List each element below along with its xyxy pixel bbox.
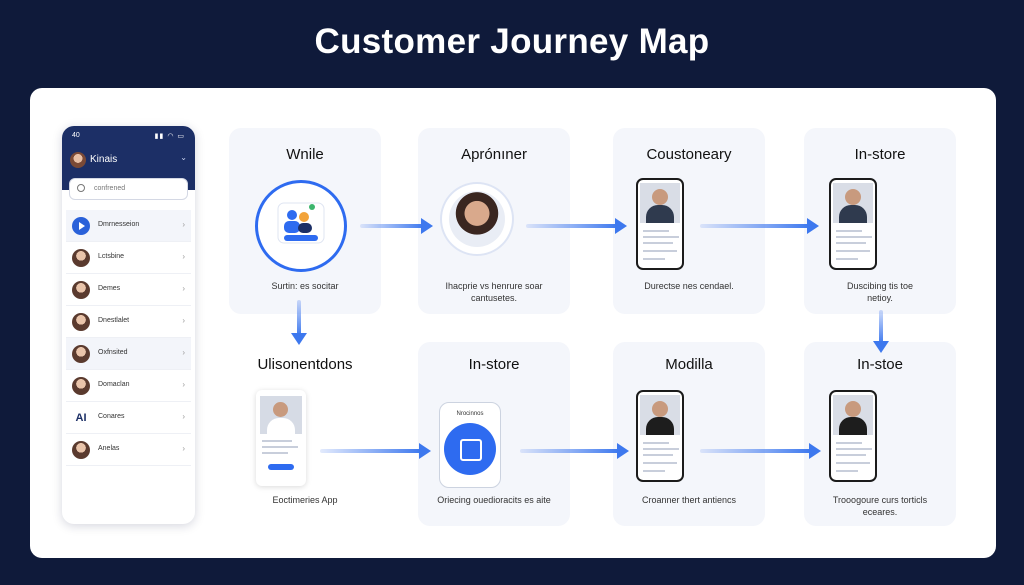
stage-title: Modilla [665,356,713,373]
chevron-right-icon: › [182,316,185,325]
stage-card-5[interactable]: Ulisonentdons Eoctimeries App [229,342,381,526]
list-item-label: Dnestlalet [98,317,130,324]
play-icon [72,217,90,235]
phone-mockup [256,390,306,486]
status-time: 40 [72,132,80,139]
flow-arrow [291,300,307,345]
avatar [72,345,90,363]
stage-description: Trooogoure curs torticls eceares. [832,495,928,517]
mobile-sidebar: 40 ▮▮ ◠ ▭ Kinais ⌄ confrened Dmrnesseion… [62,126,195,524]
status-bar: 40 ▮▮ ◠ ▭ [72,132,185,142]
avatar [72,281,90,299]
list-item[interactable]: Demes › [66,274,191,306]
list-item-label: Dmrnesseion [98,221,140,228]
app-mockup: Nrocinnos [439,402,501,488]
chevron-right-icon: › [182,412,185,421]
avatar [72,313,90,331]
phone-mockup [829,178,877,270]
flow-arrow [700,443,821,459]
checklist-icon [444,423,496,475]
flow-arrow [700,218,819,234]
list-item[interactable]: AI Conares › [66,402,191,434]
chevron-right-icon: › [182,380,185,389]
stage-card-3[interactable]: Coustoneary Durectse nes cendael. [613,128,765,314]
phone-mockup [636,178,684,270]
customer-avatar [442,184,512,254]
flow-arrow [520,443,629,459]
phone-mockup [636,390,684,482]
flow-arrow [360,218,433,234]
sidebar-list: Dmrnesseion › Lctsbine › Demes › Dnestla… [62,210,195,466]
flow-arrow [526,218,627,234]
list-item[interactable]: Domaclan › [66,370,191,402]
chevron-right-icon: › [182,348,185,357]
stage-title: Ulisonentdons [257,356,353,373]
stage-description: Croanner thert antiencs [641,495,737,505]
stage-title: Aprónıner [461,146,527,163]
avatar [72,441,90,459]
chevron-right-icon: › [182,444,185,453]
list-item-label: Oxfnsited [98,349,128,356]
stage-title: In-stoe [857,356,903,373]
list-item-label: Demes [98,285,121,292]
stage-description: Durectse nes cendael. [644,281,734,291]
search-placeholder: confrened [94,185,126,192]
flow-arrow [873,310,889,353]
stage-card-8[interactable]: In-stoe Trooogoure curs torticls eceares… [804,342,956,526]
list-item-label: Domaclan [98,381,130,388]
chevron-right-icon: › [182,220,185,229]
list-item-label: Conares [98,413,125,420]
stage-title: Wnile [286,146,324,163]
list-item-label: Lctsbine [98,253,125,260]
stage-description: Duscibing tis toe netioy. [846,281,914,303]
user-name: Kinais [90,154,118,165]
stage-title: In-store [468,356,520,373]
stage-card-1[interactable]: Wnile Surtin: es socitar [229,128,381,314]
stage-card-6[interactable]: In-store Nrocinnos Oriecing ouedioracits… [418,342,570,526]
stage-card-7[interactable]: Modilla Croanner thert antiencs [613,342,765,526]
avatar [72,377,90,395]
flow-arrow [320,443,431,459]
stage-description: Ihacprie vs henrure soar cantusetes. [445,281,543,303]
app-header: Nrocinnos [456,411,484,417]
list-item[interactable]: Dnestlalet › [66,306,191,338]
team-illustration [255,180,347,272]
search-icon [77,184,85,192]
chevron-right-icon: › [182,284,185,293]
status-icons: ▮▮ ◠ ▭ [154,133,185,140]
stage-title: In-store [854,146,906,163]
list-item[interactable]: Dmrnesseion › [66,210,191,242]
avatar[interactable] [70,152,86,168]
ai-icon: AI [75,412,87,424]
page-title: Customer Journey Map [314,22,710,61]
stage-title: Coustoneary [646,146,732,163]
stage-card-2[interactable]: Aprónıner Ihacprie vs henrure soar cantu… [418,128,570,314]
chevron-right-icon: › [182,252,185,261]
stage-description: Surtin: es socitar [271,281,339,291]
list-item[interactable]: Anelas › [66,434,191,466]
team-icon [277,202,325,244]
search-input[interactable]: confrened [69,178,188,200]
stage-description: Oriecing ouedioracits es aite [437,495,551,505]
stage-description: Eoctimeries App [272,495,338,505]
avatar [72,249,90,267]
chevron-icon[interactable]: ⌄ [180,153,187,162]
list-item[interactable]: Lctsbine › [66,242,191,274]
list-item-label: Anelas [98,445,120,452]
list-item[interactable]: Oxfnsited › [66,338,191,370]
stage-card-4[interactable]: In-store Duscibing tis toe netioy. [804,128,956,314]
phone-mockup [829,390,877,482]
